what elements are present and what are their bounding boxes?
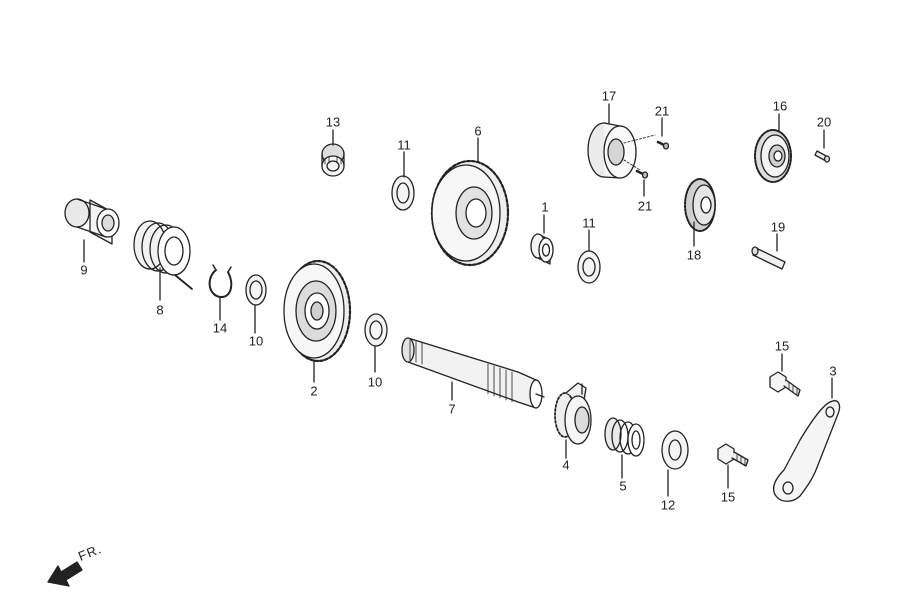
- callout-11-right: 11: [582, 215, 596, 231]
- part-15-bolt-bottom: [717, 443, 749, 467]
- part-18-gear: [684, 178, 716, 232]
- callout-11-left: 11: [397, 137, 411, 153]
- callout-10-left: 10: [248, 333, 264, 349]
- callout-7: 7: [448, 401, 456, 417]
- callout-9: 9: [80, 262, 88, 278]
- part-15-bolt-top: [769, 371, 801, 397]
- callout-20: 20: [816, 114, 832, 130]
- part-7-shaft: [401, 337, 545, 409]
- part-6-gear: [430, 159, 510, 267]
- part-2-gear: [283, 259, 352, 363]
- part-5-spring: [604, 417, 645, 457]
- arrow-front-icon: [47, 561, 83, 587]
- part-19-pin: [751, 246, 786, 270]
- callout-15-bottom: 15: [720, 489, 736, 505]
- part-12-washer: [661, 430, 689, 470]
- callout-21-top: 21: [654, 103, 670, 119]
- part-21-screw-bottom: [635, 169, 649, 179]
- part-8-spring: [133, 220, 193, 290]
- callout-21-bottom: 21: [637, 198, 653, 214]
- callout-1: 1: [541, 199, 549, 215]
- part-3-arm: [772, 400, 841, 502]
- callout-12: 12: [660, 497, 676, 513]
- callout-4: 4: [562, 457, 570, 473]
- callout-13: 13: [325, 114, 341, 130]
- callout-2: 2: [310, 383, 318, 399]
- part-4-ratchet: [554, 382, 592, 445]
- part-11-washer-left: [391, 175, 415, 211]
- callout-5: 5: [619, 478, 627, 494]
- part-10-washer-left: [245, 274, 267, 306]
- part-16-gear: [754, 129, 792, 183]
- callout-19: 19: [770, 219, 786, 235]
- part-17-plate: [587, 122, 656, 179]
- part-11-washer-right: [577, 250, 601, 284]
- callout-15-top: 15: [774, 338, 790, 354]
- part-14-circlip: [208, 264, 233, 298]
- callout-14: 14: [212, 320, 228, 336]
- callout-6: 6: [474, 123, 482, 139]
- callout-18: 18: [686, 247, 702, 263]
- part-21-screw-top: [656, 140, 670, 150]
- callout-16: 16: [772, 98, 788, 114]
- part-9-sleeve: [64, 198, 120, 245]
- part-20-pin: [814, 150, 831, 163]
- callout-10-right: 10: [367, 374, 383, 390]
- callout-17: 17: [601, 88, 617, 104]
- callout-8: 8: [156, 302, 164, 318]
- part-10-washer-right: [364, 313, 388, 347]
- part-1-bushing: [530, 233, 554, 265]
- part-13-bearing: [321, 143, 345, 177]
- callout-3: 3: [829, 363, 837, 379]
